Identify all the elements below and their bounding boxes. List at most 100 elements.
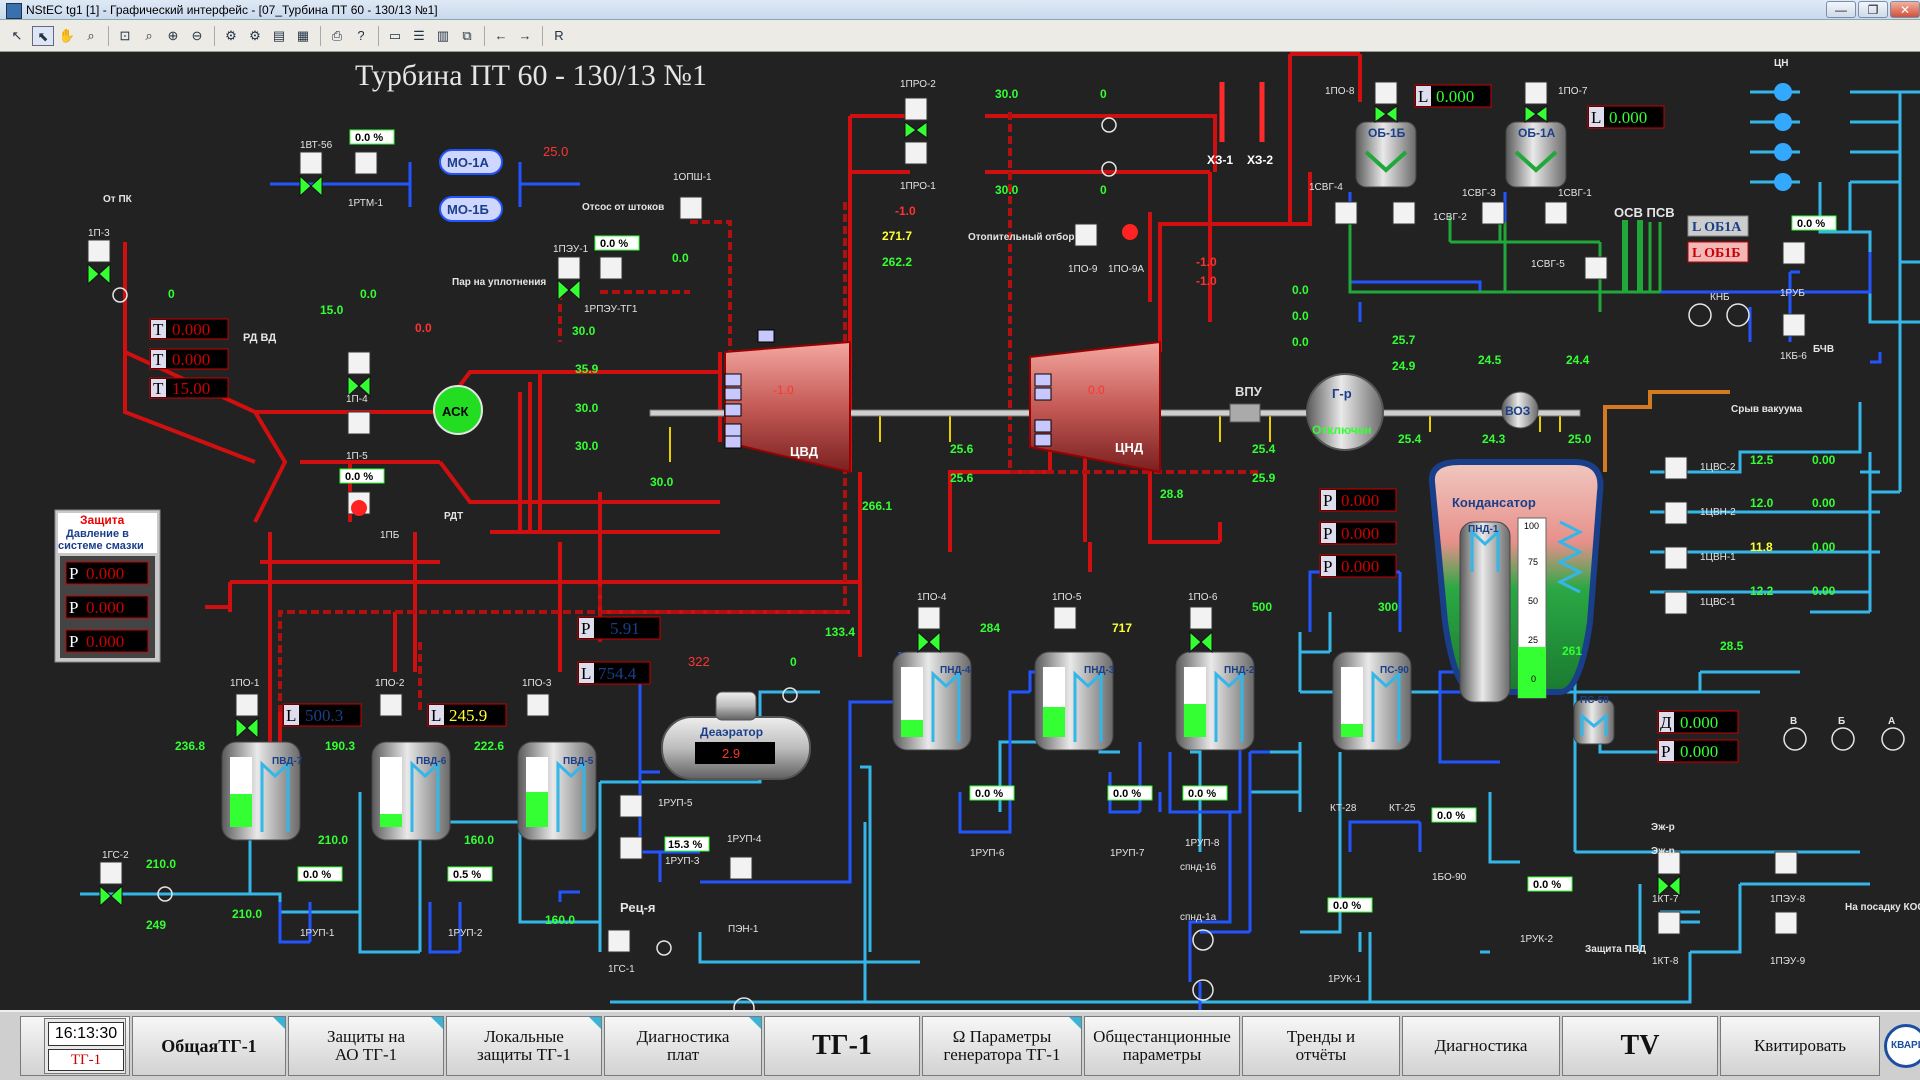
nav-parametry-generatora[interactable]: Ω Параметры генератора ТГ-1	[922, 1016, 1082, 1076]
svg-text:В: В	[1790, 716, 1797, 727]
svg-text:28.8: 28.8	[1160, 487, 1184, 501]
pnd1-coil	[1470, 528, 1500, 572]
svg-text:1СВГ-2: 1СВГ-2	[1433, 212, 1467, 223]
svg-text:1ПРО-1: 1ПРО-1	[900, 181, 936, 192]
panel-icon[interactable]: ▭	[388, 28, 402, 43]
svg-text:1РУК-2: 1РУК-2	[1520, 934, 1554, 945]
svg-text:1ПО-9А: 1ПО-9А	[1108, 264, 1144, 275]
svg-text:1РУП-1: 1РУП-1	[300, 928, 335, 939]
svg-text:ПС-90: ПС-90	[1380, 665, 1409, 676]
close-button[interactable]: ✕	[1890, 1, 1920, 18]
hand-icon[interactable]: ✋	[58, 28, 76, 43]
svg-text:0.0 %: 0.0 %	[1797, 218, 1825, 230]
layer-icon[interactable]: ⚙	[225, 28, 237, 43]
svg-text:1РТМ-1: 1РТМ-1	[348, 198, 384, 209]
window-title: NStEC tg1 [1] - Графический интерфейс - …	[26, 3, 438, 17]
cvd-label: ЦВД	[790, 444, 819, 459]
minimize-button[interactable]: —	[1826, 1, 1856, 18]
nav-obshestancionnye[interactable]: Общестанционные параметры	[1084, 1016, 1240, 1076]
nav-tv[interactable]: TV	[1562, 1016, 1718, 1076]
nav-diagnostika[interactable]: Диагностика	[1402, 1016, 1560, 1076]
svg-text:1ЦВС-1: 1ЦВС-1	[1700, 597, 1736, 608]
svg-text:245.9: 245.9	[449, 706, 487, 725]
condenser-scale: 100 75 50 25 0	[1524, 521, 1539, 684]
svg-text:1ПЭУ-8: 1ПЭУ-8	[1770, 894, 1806, 905]
back-icon[interactable]: ←	[494, 28, 508, 43]
svg-text:0.0 %: 0.0 %	[1533, 879, 1561, 891]
svg-text:0: 0	[790, 655, 797, 669]
svg-text:210.0: 210.0	[146, 857, 176, 871]
svg-text:1РУП-8: 1РУП-8	[1185, 838, 1220, 849]
svg-text:75: 75	[1528, 557, 1538, 567]
generator-label: Г-р	[1332, 386, 1352, 401]
svg-text:Отсос от штоков: Отсос от штоков	[582, 202, 664, 213]
protection-title1: Защита	[80, 513, 125, 527]
svg-text:1РУБ: 1РУБ	[1780, 288, 1805, 299]
ob-1b-label: ОБ-1Б	[1368, 126, 1406, 140]
svg-text:От ПК: От ПК	[103, 194, 133, 205]
svg-text:А: А	[1888, 716, 1895, 727]
svg-text:КНБ: КНБ	[1710, 292, 1730, 303]
svg-text:L: L	[1418, 87, 1428, 106]
svg-text:15.3 %: 15.3 %	[668, 839, 702, 851]
nav-zashity-ao[interactable]: Защиты на АО ТГ-1	[288, 1016, 444, 1076]
svg-text:30.0: 30.0	[995, 87, 1019, 101]
svg-text:T: T	[153, 379, 164, 398]
svg-text:0.000: 0.000	[1680, 742, 1718, 761]
panel2-icon[interactable]: ☰	[413, 28, 425, 43]
zoom-region-icon[interactable]: ⌕	[145, 28, 153, 43]
nav-tg1[interactable]: ТГ-1	[764, 1016, 920, 1076]
nav-lokalnye-zashity[interactable]: Локальные защиты ТГ-1	[446, 1016, 602, 1076]
ob-1a-cooler	[1505, 121, 1567, 188]
svg-text:1ПО-4: 1ПО-4	[917, 592, 947, 603]
svg-text:5.91: 5.91	[610, 619, 640, 638]
r-button[interactable]: R	[554, 28, 564, 43]
svg-text:1РУП-2: 1РУП-2	[448, 928, 483, 939]
deaerator-label: Деаэратор	[700, 725, 763, 739]
app-icon	[6, 3, 22, 19]
restore-button[interactable]: ❐	[1858, 1, 1888, 18]
forward-icon[interactable]: →	[518, 28, 532, 43]
fit-icon[interactable]: ⊡	[119, 28, 131, 43]
kvarc-logo: КВАРЦ	[1884, 1024, 1920, 1068]
svg-text:1ГС-1: 1ГС-1	[608, 964, 635, 975]
layer2-icon[interactable]: ⚙	[249, 28, 261, 43]
mo-1a-label: МО-1А	[447, 155, 490, 170]
svg-text:-1.0: -1.0	[895, 204, 916, 218]
zoom-in-icon[interactable]: ⊕	[167, 28, 179, 43]
help-icon[interactable]: ?	[357, 28, 365, 43]
select-arrow-icon[interactable]: ↖	[11, 28, 23, 43]
print-icon[interactable]: ⎙	[331, 28, 343, 43]
panel3-icon[interactable]: ▥	[436, 28, 450, 43]
pointer-icon[interactable]: ⬉	[32, 26, 54, 46]
svg-text:0.00: 0.00	[1812, 540, 1836, 554]
svg-text:0.5 %: 0.5 %	[453, 869, 481, 881]
svg-text:Отопительный отбор: Отопительный отбор	[968, 231, 1074, 243]
nav-kvitirovat[interactable]: Квитировать	[1720, 1016, 1880, 1076]
svg-text:12.2: 12.2	[1750, 584, 1774, 598]
svg-text:0.0 %: 0.0 %	[600, 238, 628, 250]
svg-text:0.000: 0.000	[172, 320, 210, 339]
nav-diagnostika-plat[interactable]: Диагностика плат	[604, 1016, 762, 1076]
window-icon[interactable]: ▤	[272, 28, 286, 43]
zoom-icon[interactable]: ⌕	[87, 28, 95, 43]
svg-text:1СВГ-5: 1СВГ-5	[1531, 259, 1565, 270]
svg-text:1ЦВН-1: 1ЦВН-1	[1700, 552, 1736, 563]
svg-text:35.9: 35.9	[575, 362, 599, 376]
svg-text:0.0 %: 0.0 %	[1437, 810, 1465, 822]
svg-text:1БО-90: 1БО-90	[1432, 872, 1467, 883]
svg-text:717: 717	[1112, 621, 1132, 635]
zoom-out-icon[interactable]: ⊖	[191, 28, 203, 43]
nav-trendy[interactable]: Тренды и отчёты	[1242, 1016, 1400, 1076]
svg-text:Пар на уплотнения: Пар на уплотнения	[452, 277, 546, 288]
ask-valve[interactable]	[433, 385, 483, 435]
window2-icon[interactable]: ▦	[296, 28, 310, 43]
grid-icon[interactable]: ⧉	[462, 28, 472, 43]
valve-symbols[interactable]	[87, 81, 1905, 1010]
ask-label: АСК	[442, 404, 468, 419]
nav-obshaya-tg1[interactable]: ОбщаяТГ-1	[132, 1016, 286, 1076]
